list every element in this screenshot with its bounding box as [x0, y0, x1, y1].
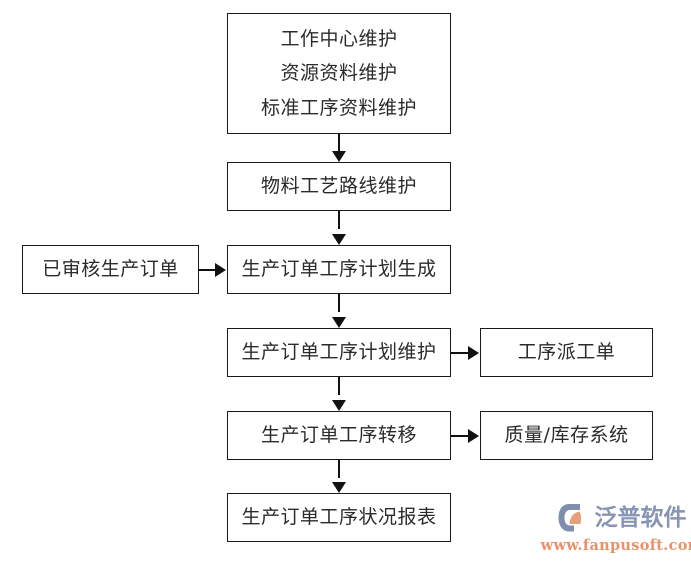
node-approved-production-order[interactable]: 已审核生产订单	[22, 245, 199, 294]
node-line: 工序派工单	[517, 341, 616, 363]
node-order-operation-status-report[interactable]: 生产订单工序状况报表	[227, 493, 451, 542]
node-order-operation-transfer[interactable]: 生产订单工序转移	[227, 411, 451, 460]
node-line: 已审核生产订单	[42, 258, 179, 280]
watermark-url: www.fanpusoft.com	[540, 537, 691, 554]
node-line: 生产订单工序计划维护	[241, 341, 437, 363]
watermark: 泛普软件 www.fanpusoft.com	[541, 500, 691, 558]
arrow-plan-maintain-to-dispatch-head	[468, 346, 479, 360]
node-line: 物料工艺路线维护	[260, 175, 417, 197]
node-line: 质量/库存系统	[504, 424, 629, 446]
connector-routing-to-plan-generate-line	[338, 211, 340, 229]
connector-plan-maintain-to-dispatch-line	[451, 352, 469, 354]
connector-plan-maintain-to-transfer-line	[338, 377, 340, 395]
fanpu-logo-icon	[558, 504, 581, 532]
watermark-brand-name: 泛普软件	[594, 504, 687, 531]
node-order-operation-plan-generate[interactable]: 生产订单工序计划生成	[227, 245, 451, 294]
node-line: 生产订单工序转移	[260, 424, 417, 446]
arrow-transfer-to-status-report-head	[332, 482, 346, 493]
watermark-top-row: 泛普软件	[558, 500, 687, 536]
arrow-transfer-to-quality-inventory-head	[468, 429, 479, 443]
connector-plan-generate-to-plan-maintain-line	[338, 294, 340, 312]
arrow-approved-order-to-plan-generate-head	[215, 263, 226, 277]
arrow-plan-maintain-to-transfer-head	[332, 400, 346, 411]
node-line: 生产订单工序计划生成	[241, 258, 437, 280]
node-operation-dispatch-order[interactable]: 工序派工单	[480, 328, 653, 377]
arrow-basedata-to-routing-head	[332, 151, 346, 162]
connector-transfer-to-quality-inventory-line	[451, 435, 469, 437]
connector-approved-order-to-plan-generate-line	[199, 269, 217, 271]
node-base-data-maintenance[interactable]: 工作中心维护 资源资料维护 标准工序资料维护	[227, 13, 451, 134]
connector-transfer-to-status-report-line	[338, 460, 340, 478]
node-quality-inventory-system[interactable]: 质量/库存系统	[480, 411, 653, 460]
node-line: 资源资料维护	[280, 62, 398, 84]
arrow-plan-generate-to-plan-maintain-head	[332, 317, 346, 328]
node-line: 工作中心维护	[280, 27, 398, 50]
node-line: 生产订单工序状况报表	[241, 506, 437, 528]
arrow-routing-to-plan-generate-head	[332, 234, 346, 245]
node-material-routing-maintenance[interactable]: 物料工艺路线维护	[227, 162, 451, 211]
node-order-operation-plan-maintain[interactable]: 生产订单工序计划维护	[227, 328, 451, 377]
node-line: 标准工序资料维护	[260, 96, 417, 119]
connector-basedata-to-routing-line	[338, 134, 340, 152]
